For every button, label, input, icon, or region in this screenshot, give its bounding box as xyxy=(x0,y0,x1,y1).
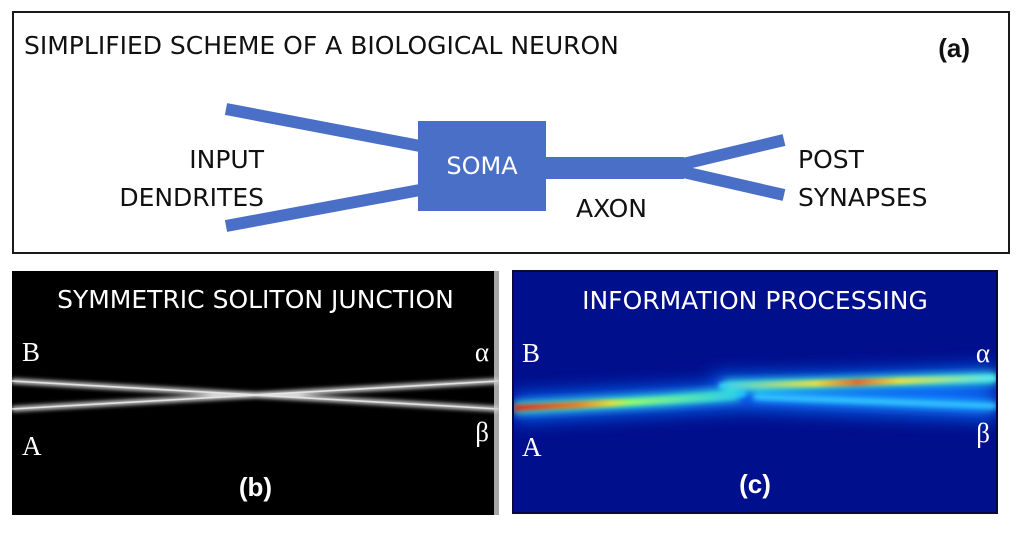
post-synapses-label: POST SYNAPSES xyxy=(798,141,928,217)
synapse-lower xyxy=(677,165,786,201)
soliton-junction-image xyxy=(12,271,499,515)
panel-a-label: (a) xyxy=(938,33,970,63)
information-processing-image xyxy=(514,367,996,421)
input-dendrites-label: INPUT DENDRITES xyxy=(119,141,264,217)
information-processing-panel: INFORMATION PROCESSING B A α β (c) xyxy=(512,270,998,514)
beam-core xyxy=(514,375,996,411)
signal-beam-a xyxy=(514,390,747,411)
port-alpha-label: α xyxy=(474,337,489,367)
port-alpha-label: α xyxy=(975,338,990,368)
synapse-upper xyxy=(677,134,786,171)
panel-a-title: SIMPLIFIED SCHEME OF A BIOLOGICAL NEURON xyxy=(24,31,619,60)
soma-body xyxy=(418,121,546,211)
port-beta-label: β xyxy=(976,418,990,448)
signal-beam-beta xyxy=(753,395,996,408)
input-label-line2: DENDRITES xyxy=(119,183,264,212)
post-label-line2: SYNAPSES xyxy=(798,183,928,212)
axon-label: AXON xyxy=(576,194,648,223)
port-a-label: A xyxy=(522,432,542,462)
panel-c-title: INFORMATION PROCESSING xyxy=(582,286,928,315)
port-b-label: B xyxy=(522,338,541,368)
port-b-label: B xyxy=(22,337,41,367)
panel-b-title: SYMMETRIC SOLITON JUNCTION xyxy=(57,285,454,314)
neuron-diagram xyxy=(224,103,786,232)
signal-beam-alpha xyxy=(718,375,996,389)
post-label-line1: POST xyxy=(798,145,864,174)
edge-strip xyxy=(494,271,499,515)
port-beta-label: β xyxy=(475,417,489,447)
axon-body xyxy=(544,157,684,179)
panel-c-label: (c) xyxy=(739,469,771,499)
panel-b-label: (b) xyxy=(238,472,273,502)
soliton-junction-panel: SYMMETRIC SOLITON JUNCTION B A α β (b) xyxy=(12,271,499,515)
dendrite-lower xyxy=(224,184,422,232)
soma-label: SOMA xyxy=(446,152,518,180)
neuron-scheme-panel: SIMPLIFIED SCHEME OF A BIOLOGICAL NEURON… xyxy=(12,11,1010,254)
input-label-line1: INPUT xyxy=(189,145,264,174)
dendrite-upper xyxy=(224,103,422,152)
port-a-label: A xyxy=(22,431,42,461)
soliton-beam-cores xyxy=(12,380,499,410)
